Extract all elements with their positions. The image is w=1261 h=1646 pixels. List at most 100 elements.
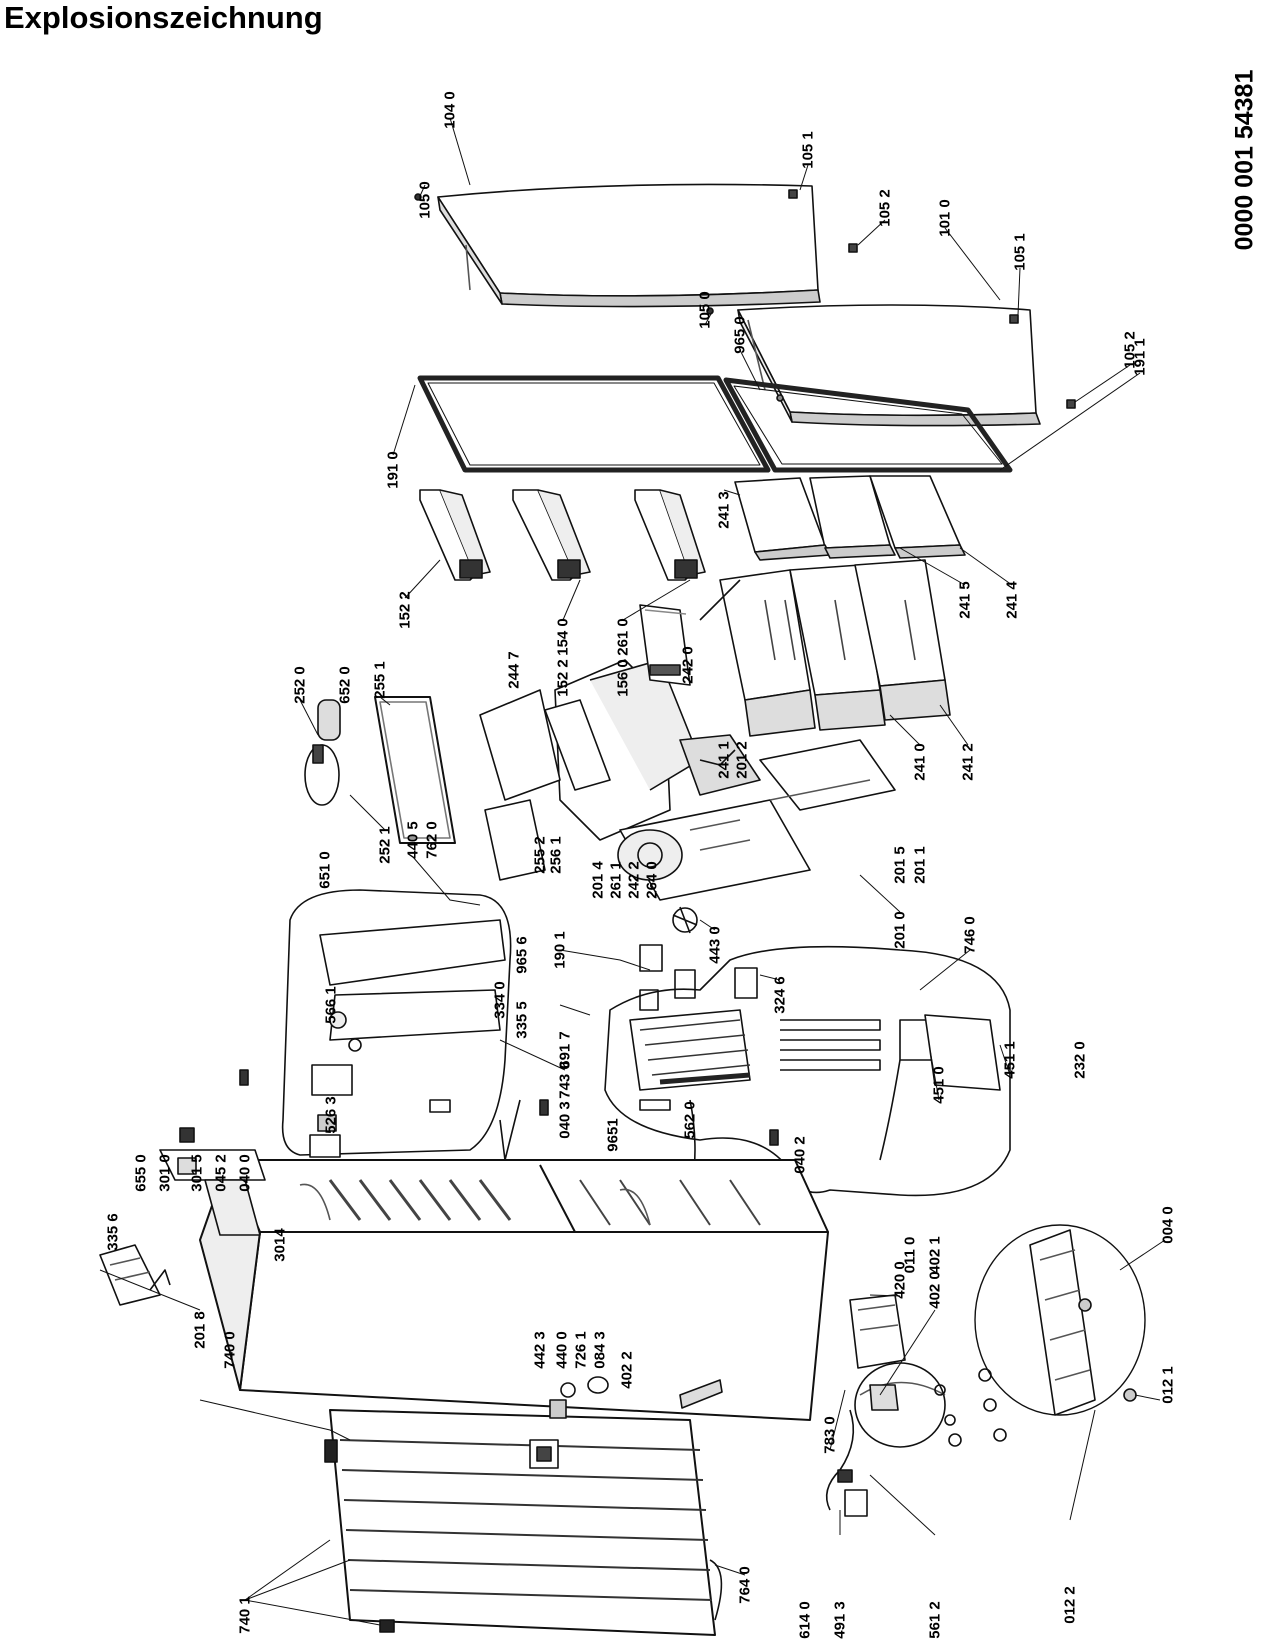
- control-board: [974, 1224, 1146, 1416]
- part-label: 191 0: [384, 451, 402, 489]
- control-panel-parts: [309, 919, 506, 1158]
- part-label: 440 0: [553, 1331, 571, 1369]
- fastener: [379, 1619, 395, 1633]
- evaporator-assembly-outline: [604, 945, 1011, 1197]
- part-label: 154 0: [554, 618, 572, 656]
- part-label: 242 0: [679, 646, 697, 684]
- part-label: 191 1: [1131, 338, 1149, 376]
- part-label: 402 0: [926, 1271, 944, 1309]
- part-label: 105 1: [799, 131, 817, 169]
- capillary-fitting: [529, 1376, 609, 1469]
- part-label: 241 1: [715, 741, 733, 779]
- part-label: 101 0: [936, 199, 954, 237]
- pipe: [709, 1559, 723, 1621]
- part-label: 084 3: [591, 1331, 609, 1369]
- control-housing-3: [734, 967, 758, 999]
- light-cover: [304, 699, 341, 806]
- part-label: 004 0: [1159, 1206, 1177, 1244]
- crisper-box: [479, 659, 701, 881]
- part-label: 402 1: [926, 1236, 944, 1274]
- part-label: 301 5: [188, 1154, 206, 1192]
- part-label: 252 1: [376, 826, 394, 864]
- hinge-cap: [1009, 314, 1019, 324]
- condenser: [324, 1409, 716, 1636]
- upper-door-panel: [437, 183, 821, 308]
- part-label: 242 2: [625, 861, 643, 899]
- part-label: 012 2: [1061, 1586, 1079, 1624]
- part-label: 440 5: [404, 821, 422, 859]
- part-label: 526 3: [322, 1096, 340, 1134]
- part-label: 334 0: [491, 981, 509, 1019]
- rear-cover-plate: [617, 799, 811, 901]
- control-assembly-outline: [281, 889, 512, 1156]
- part-label: 335 5: [513, 1001, 531, 1039]
- part-label: 040 3: [556, 1101, 574, 1139]
- compressor-bracket: [849, 1294, 906, 1369]
- part-label: 040 0: [236, 1154, 254, 1192]
- part-label: 190 1: [551, 931, 569, 969]
- part-label: 104 0: [441, 91, 459, 129]
- control-housing-2: [674, 969, 696, 999]
- part-label: 965 0: [731, 316, 749, 354]
- part-label: 201 5: [891, 846, 909, 884]
- part-label: 261 0: [614, 618, 632, 656]
- part-label: 201 4: [589, 861, 607, 899]
- part-label: 562 0: [681, 1101, 699, 1139]
- top-cover: [159, 1149, 266, 1236]
- part-label: 105 1: [1011, 233, 1029, 271]
- part-label: 152 2: [554, 659, 572, 697]
- freezer-flaps: [734, 475, 966, 561]
- hinge-cap: [848, 243, 858, 253]
- part-label: 566 1: [322, 986, 340, 1024]
- glass-shelf: [374, 696, 456, 844]
- part-label: 040 2: [791, 1136, 809, 1174]
- part-label: 491 3: [831, 1601, 849, 1639]
- part-label: 241 5: [956, 581, 974, 619]
- hinge-cap: [788, 189, 798, 199]
- capacitor: [844, 1489, 868, 1517]
- part-label: 740 0: [221, 1331, 239, 1369]
- part-label: 201 1: [911, 846, 929, 884]
- part-label: 655 0: [132, 1154, 150, 1192]
- lower-door-panel: [737, 304, 1041, 427]
- part-label: 045 2: [212, 1154, 230, 1192]
- part-label: 241 3: [715, 491, 733, 529]
- hinge-cap: [1066, 399, 1076, 409]
- fan-blades: [672, 906, 698, 934]
- upper-door-gasket: [417, 375, 771, 473]
- thermostat-knob: [179, 1127, 195, 1143]
- part-label: 232 0: [1071, 1041, 1089, 1079]
- part-label: 451 0: [930, 1066, 948, 1104]
- part-label: 3014: [271, 1228, 289, 1262]
- part-label: 335 6: [104, 1213, 122, 1251]
- part-label: 201 0: [891, 911, 909, 949]
- evaporator: [629, 1009, 751, 1091]
- part-label: 652 0: [336, 666, 354, 704]
- part-label: 201 8: [191, 1311, 209, 1349]
- hinge-pin: [414, 193, 422, 201]
- part-label: 651 0: [316, 851, 334, 889]
- part-label: 691 7: [556, 1031, 574, 1069]
- clip-1: [239, 1069, 249, 1086]
- part-label: 420 0: [891, 1261, 909, 1299]
- page-title: Explosionszeichnung: [4, 0, 323, 35]
- part-label: 012 1: [1159, 1366, 1177, 1404]
- part-label: 255 1: [371, 661, 389, 699]
- part-label: 105 0: [696, 291, 714, 329]
- part-label: 9651: [604, 1118, 622, 1152]
- part-label: 256 1: [547, 836, 565, 874]
- part-label: 324 6: [771, 976, 789, 1014]
- part-label: 201 2: [733, 741, 751, 779]
- part-label: 261 1: [607, 861, 625, 899]
- part-label: 241 4: [1003, 581, 1021, 619]
- part-label: 451 1: [1001, 1041, 1019, 1079]
- part-label: 443 0: [706, 926, 724, 964]
- sensor: [639, 1099, 671, 1111]
- part-label: 105 2: [876, 189, 894, 227]
- grommets: [948, 1368, 1007, 1447]
- relay-clip: [837, 1469, 853, 1483]
- part-label: 105 0: [416, 181, 434, 219]
- compressor: [854, 1362, 956, 1448]
